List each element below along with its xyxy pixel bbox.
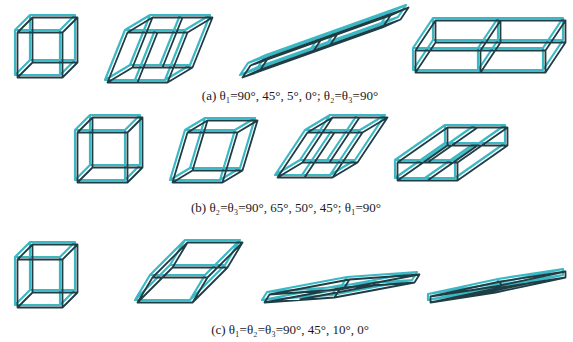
- caption-text: (c) θ₁=θ₂=θ₃=90°, 45°, 10°, 0°: [209, 322, 371, 337]
- caption-text: (a) θ₁=90°, 45°, 5°, 0°; θ₂=θ₃=90°: [200, 88, 380, 103]
- dark-struts: [18, 8, 566, 308]
- caption-text: (b) θ₂=θ₃=90°, 65°, 50°, 45°; θ₁=90°: [189, 200, 383, 215]
